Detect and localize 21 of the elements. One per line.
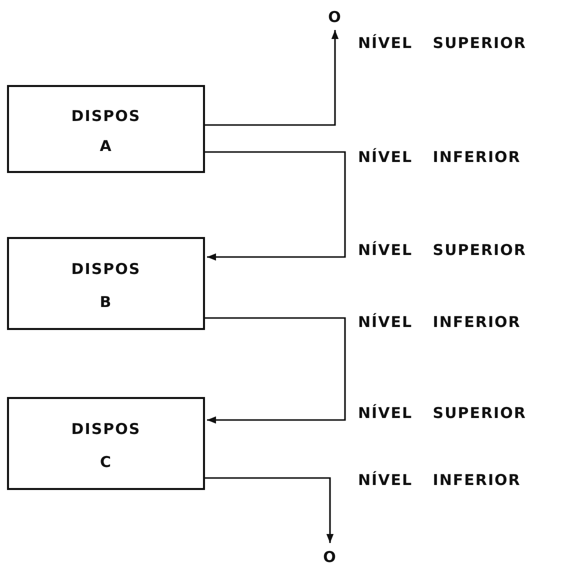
connector-arrow — [205, 30, 339, 126]
level-label: NÍVEL INFERIOR — [358, 148, 521, 166]
device-label: DISPOS — [71, 260, 141, 278]
device-letter: A — [100, 137, 112, 155]
level-label: NÍVEL SUPERIOR — [358, 404, 526, 422]
connector-arrow — [205, 151, 346, 261]
device-label: DISPOS — [71, 420, 141, 438]
terminal-label: O — [323, 548, 337, 566]
terminal-label: O — [328, 8, 342, 26]
level-label: NÍVEL INFERIOR — [358, 471, 521, 489]
device-box — [7, 237, 205, 330]
device-box — [7, 85, 205, 173]
device-letter: B — [100, 292, 112, 311]
connector-arrow — [205, 477, 334, 543]
level-label: NÍVEL SUPERIOR — [358, 34, 526, 52]
device-box — [7, 397, 205, 490]
connector-arrow — [205, 317, 346, 424]
level-label: NÍVEL INFERIOR — [358, 313, 521, 331]
device-letter: C — [100, 452, 112, 471]
device-label: DISPOS — [71, 107, 141, 125]
level-label: NÍVEL SUPERIOR — [358, 241, 526, 259]
